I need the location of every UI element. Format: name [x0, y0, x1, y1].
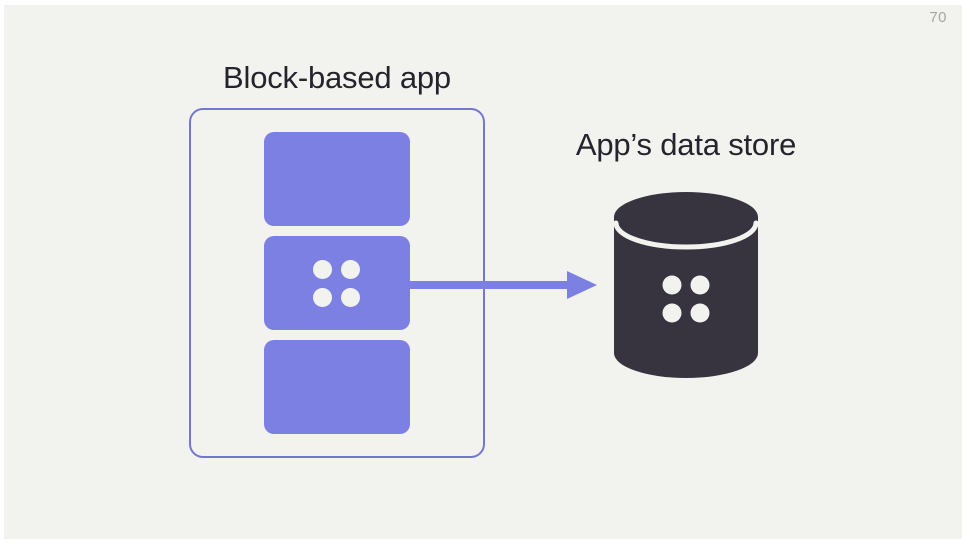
- app-block-middle: [264, 236, 410, 330]
- dot: [341, 288, 360, 307]
- dot: [313, 260, 332, 279]
- app-block-top: [264, 132, 410, 226]
- dot: [313, 288, 332, 307]
- dots-grid-icon: [313, 260, 360, 307]
- arrow-right-icon: [409, 271, 597, 299]
- dot: [341, 260, 360, 279]
- app-title: Block-based app: [223, 60, 451, 95]
- app-block-bottom: [264, 340, 410, 434]
- database-icon: [614, 192, 758, 378]
- datastore-title: App’s data store: [575, 127, 797, 162]
- slide-number: 70: [929, 9, 947, 26]
